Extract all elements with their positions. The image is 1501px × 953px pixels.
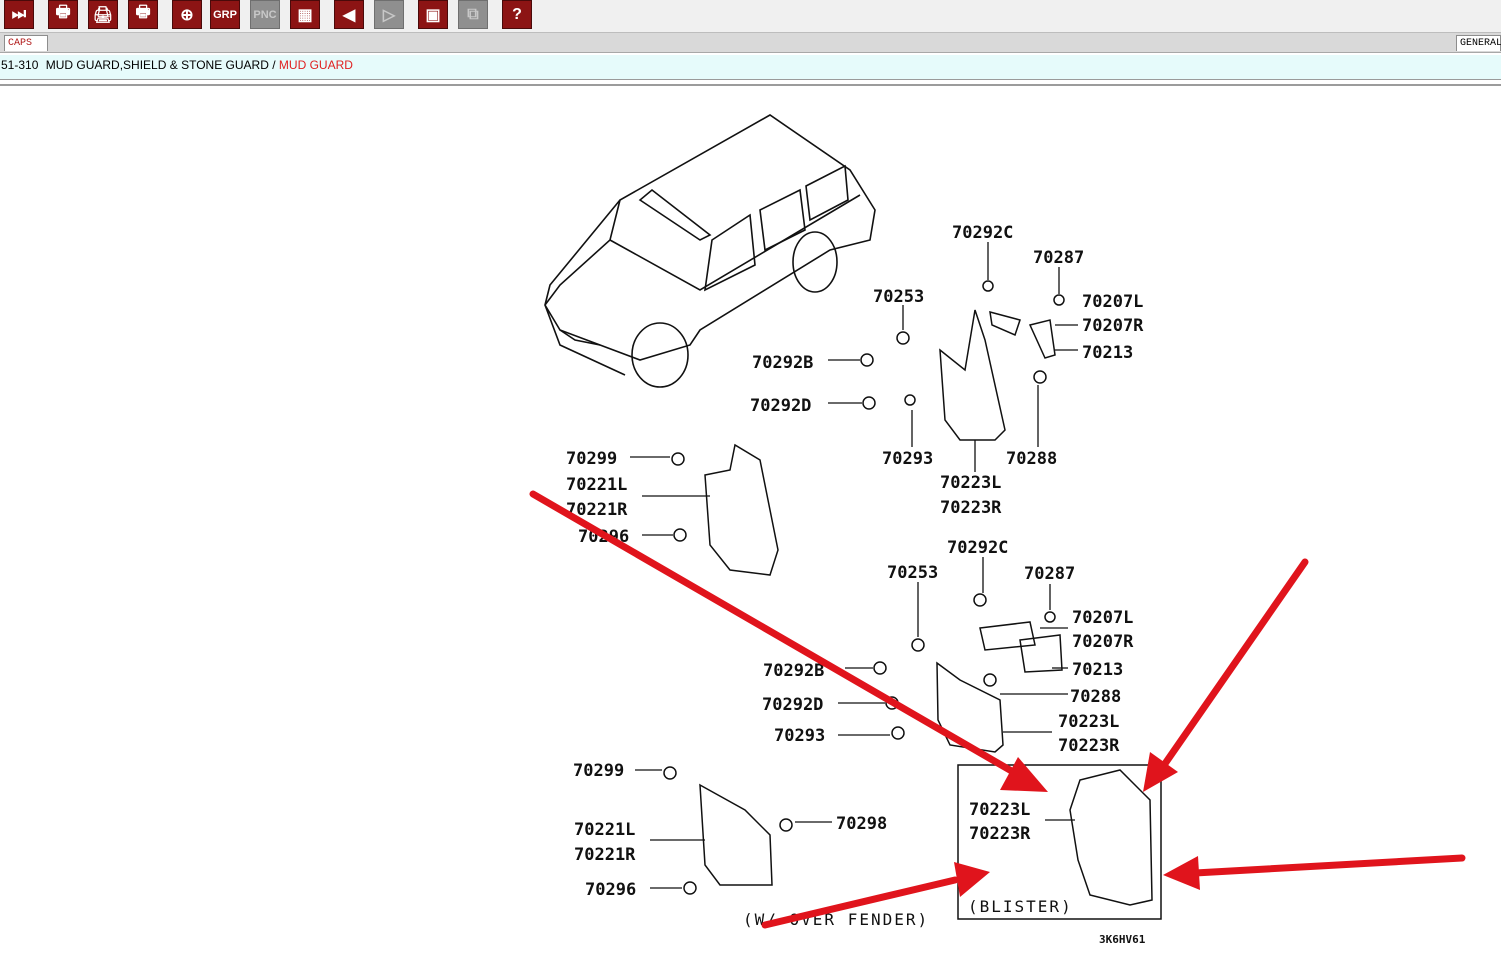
leader-lines	[630, 242, 1078, 889]
part-label[interactable]: 70292B	[752, 353, 813, 373]
arrow-head-icon	[954, 862, 990, 897]
print-preview-button[interactable]: 🖶	[128, 0, 158, 29]
part-label[interactable]: 70287	[1024, 564, 1075, 584]
forward-arrow-icon: ▷	[382, 6, 396, 24]
car-illustration	[544, 114, 876, 388]
copy-button[interactable]: ⧉	[458, 0, 488, 29]
grp-button[interactable]: GRP	[210, 0, 240, 29]
copy-icon: ⧉	[467, 5, 479, 23]
mud-guard-70223-top	[939, 309, 1006, 441]
part-label[interactable]: 70207L	[1072, 608, 1133, 628]
print-preview-icon: 🖶	[135, 4, 151, 21]
part-label[interactable]: 70288	[1006, 449, 1057, 469]
toolbar: ⏭ 🖶 🖨 🖶 ⊕ GRP PNC ▦ ◀ ▷ ▣ ⧉ ?	[0, 0, 1501, 33]
exit-icon: ⏭	[11, 5, 27, 23]
part-label[interactable]: 70223R	[1058, 736, 1120, 756]
part-label[interactable]: 70293	[774, 726, 825, 746]
breadcrumb-current: MUD GUARD	[278, 58, 353, 72]
save-button[interactable]: ▣	[418, 0, 448, 29]
part-label[interactable]: 70223L	[969, 800, 1030, 820]
back-button[interactable]: ◀	[334, 0, 364, 29]
breadcrumb-code: 51-310	[1, 58, 39, 72]
grid-view-icon: ▦	[297, 6, 313, 24]
exit-button[interactable]: ⏭	[4, 0, 34, 29]
part-label[interactable]: 70293	[882, 449, 933, 469]
print-list-button[interactable]: 🖶	[48, 0, 78, 29]
help-button[interactable]: ?	[502, 0, 532, 29]
red-annotation-arrows	[529, 490, 1466, 929]
part-label[interactable]: 70299	[566, 449, 617, 469]
part-label[interactable]: 70292C	[952, 223, 1013, 243]
red-arrow-1	[529, 490, 1019, 777]
blister-note: (BLISTER)	[968, 897, 1073, 916]
part-label[interactable]: 70292D	[750, 396, 811, 416]
part-label[interactable]: 70292C	[947, 538, 1008, 558]
blister-variant-box	[957, 764, 1162, 920]
mud-guard-70223-mid	[936, 661, 1004, 753]
red-arrow-2	[1158, 558, 1309, 772]
part-label[interactable]: 70213	[1082, 343, 1133, 363]
over-fender-note: (W/ OVER FENDER)	[743, 910, 929, 929]
zoom-in-icon: ⊕	[180, 6, 194, 24]
mud-guard-70221-bot	[699, 783, 773, 886]
grid-view-button[interactable]: ▦	[290, 0, 320, 29]
arrow-head-icon	[1163, 856, 1200, 890]
print-list-icon: 🖶	[55, 4, 71, 21]
part-label[interactable]: 70287	[1033, 248, 1084, 268]
part-label[interactable]: 70253	[887, 563, 938, 583]
red-arrow-4	[761, 876, 959, 929]
pnc-button[interactable]: PNC	[250, 0, 280, 29]
tab-bar: CAPS GENERAL	[0, 33, 1501, 53]
part-label[interactable]: 70223R	[940, 498, 1002, 518]
print-icon: 🖨	[92, 6, 114, 24]
zoom-in-button[interactable]: ⊕	[172, 0, 202, 29]
mud-guard-70223-box	[1069, 769, 1153, 906]
breadcrumb: 51-310 MUD GUARD,SHIELD & STONE GUARD / …	[0, 55, 1501, 80]
tab-caps[interactable]: CAPS	[4, 35, 48, 51]
back-arrow-icon: ◀	[342, 6, 356, 24]
forward-button[interactable]: ▷	[374, 0, 404, 29]
part-label[interactable]: 70221L	[566, 475, 627, 495]
part-label[interactable]: 70223R	[969, 824, 1031, 844]
part-label[interactable]: 70288	[1070, 687, 1121, 707]
part-label[interactable]: 70292B	[763, 661, 824, 681]
mud-guard-70221-mid	[704, 443, 779, 576]
part-label[interactable]: 70207L	[1082, 292, 1143, 312]
fasteners	[663, 280, 1065, 895]
mud-guard-shapes	[699, 309, 1153, 906]
part-label[interactable]: 70223L	[940, 473, 1001, 493]
part-label[interactable]: 70296	[585, 880, 636, 900]
part-label[interactable]: 70221R	[566, 500, 628, 520]
part-label[interactable]: 70221R	[574, 845, 636, 865]
group-icon: GRP	[213, 8, 237, 21]
part-label[interactable]: 70299	[573, 761, 624, 781]
part-label[interactable]: 70223L	[1058, 712, 1119, 732]
breadcrumb-separator: /	[272, 58, 276, 72]
part-label[interactable]: 70207R	[1072, 632, 1134, 652]
save-icon: ▣	[425, 6, 441, 24]
pnc-icon: PNC	[253, 8, 277, 21]
part-label[interactable]: 70292D	[762, 695, 823, 715]
breadcrumb-group[interactable]: MUD GUARD,SHIELD & STONE GUARD	[45, 58, 269, 72]
part-labels: 70292C 70287 70253 70207L 70207R 70213 7…	[566, 223, 1146, 946]
help-icon: ?	[512, 5, 522, 23]
arrow-head-icon	[1143, 752, 1178, 792]
print-button[interactable]: 🖨	[88, 0, 118, 29]
part-label[interactable]: 70298	[836, 814, 887, 834]
part-label[interactable]: 70213	[1072, 660, 1123, 680]
tab-general[interactable]: GENERAL	[1456, 35, 1501, 51]
arrow-head-icon	[1000, 757, 1048, 792]
parts-diagram: 70292C 70287 70253 70207L 70207R 70213 7…	[529, 114, 1466, 946]
figure-code: 3K6HV61	[1099, 933, 1146, 946]
part-label[interactable]: 70207R	[1082, 316, 1144, 336]
red-arrow-3	[1191, 854, 1466, 877]
part-label[interactable]: 70253	[873, 287, 924, 307]
part-label[interactable]: 70221L	[574, 820, 635, 840]
divider	[0, 84, 1501, 86]
